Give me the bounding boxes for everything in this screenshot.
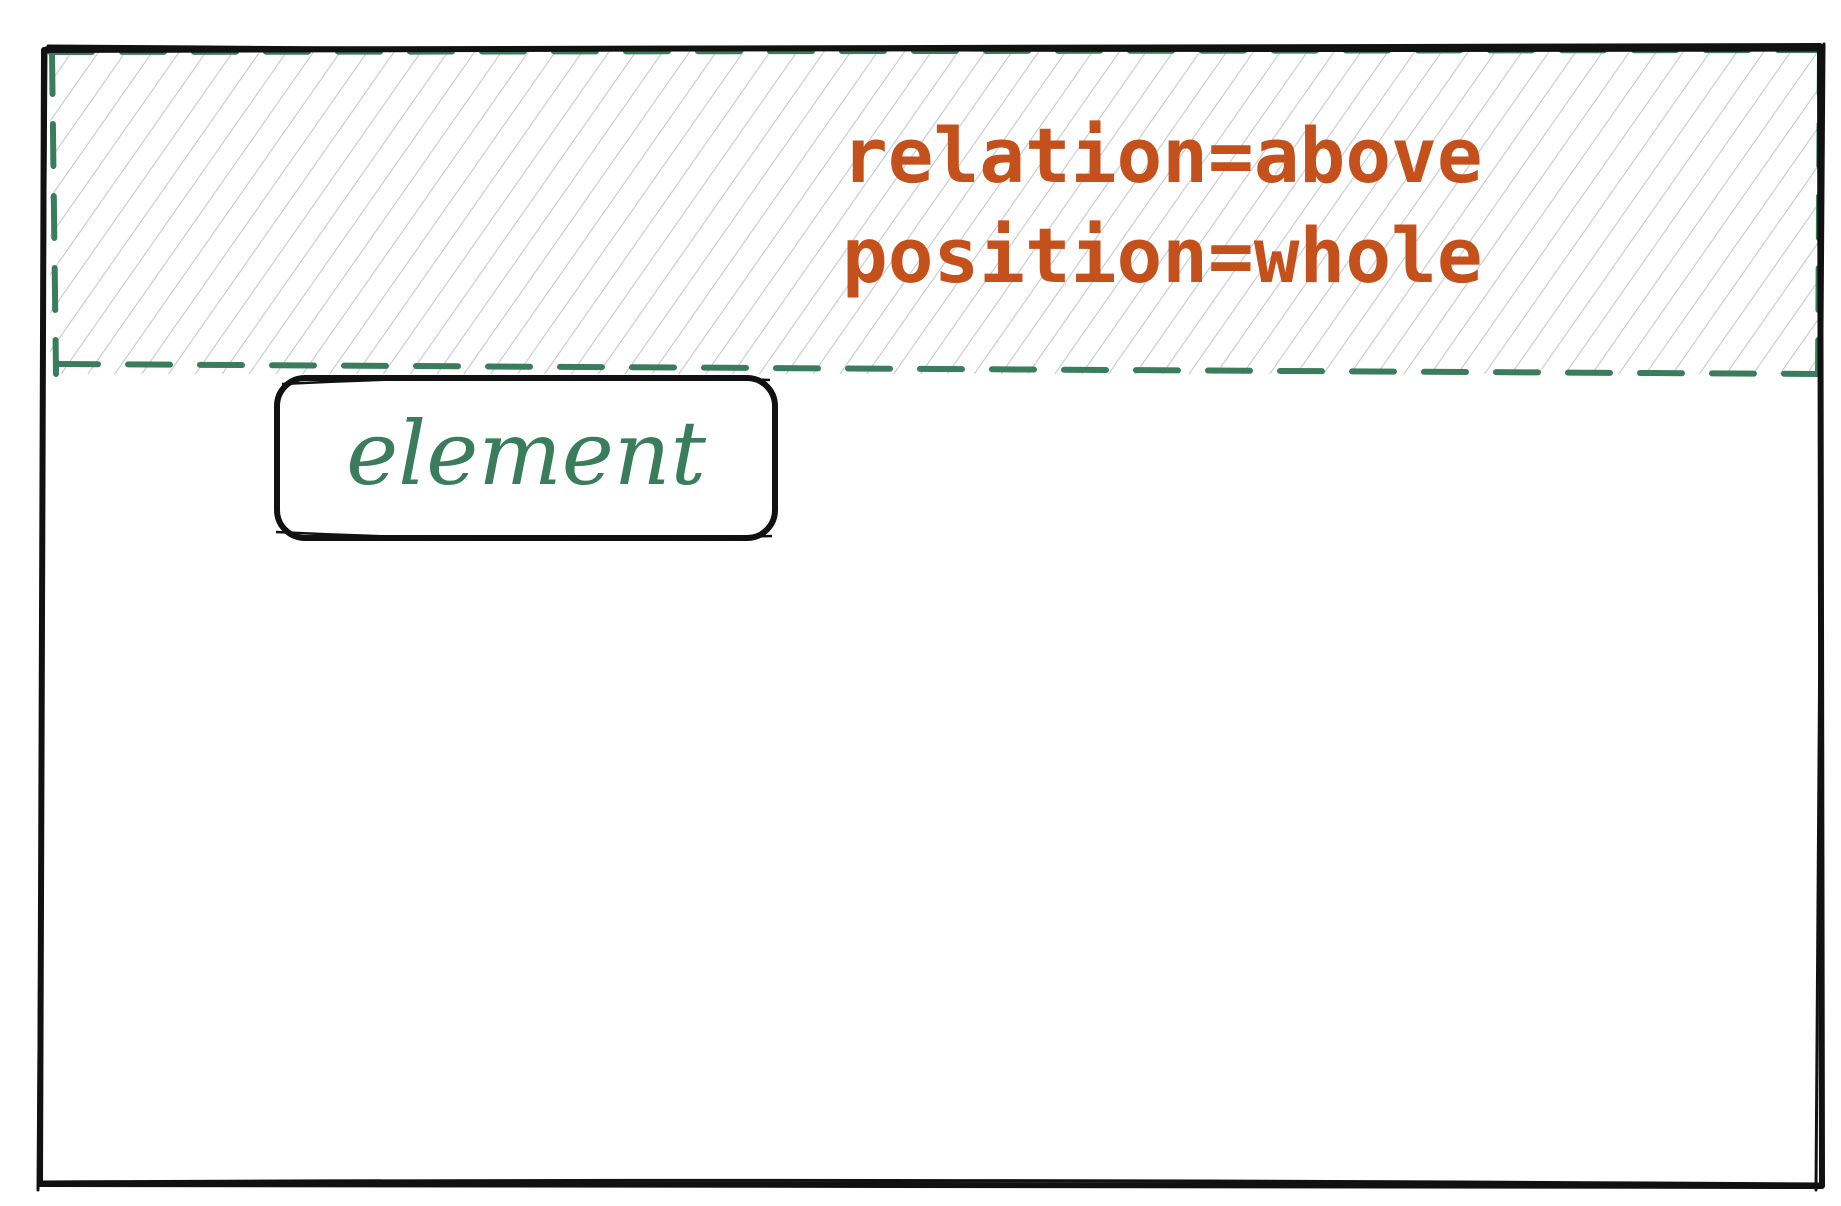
outer-frame — [36, 42, 1826, 1192]
position-label: position=whole — [842, 211, 1483, 300]
element-label: element — [346, 402, 707, 505]
above-region-hatch — [50, 48, 1818, 374]
relation-label: relation=above — [842, 111, 1483, 200]
element-box: element — [274, 375, 778, 541]
